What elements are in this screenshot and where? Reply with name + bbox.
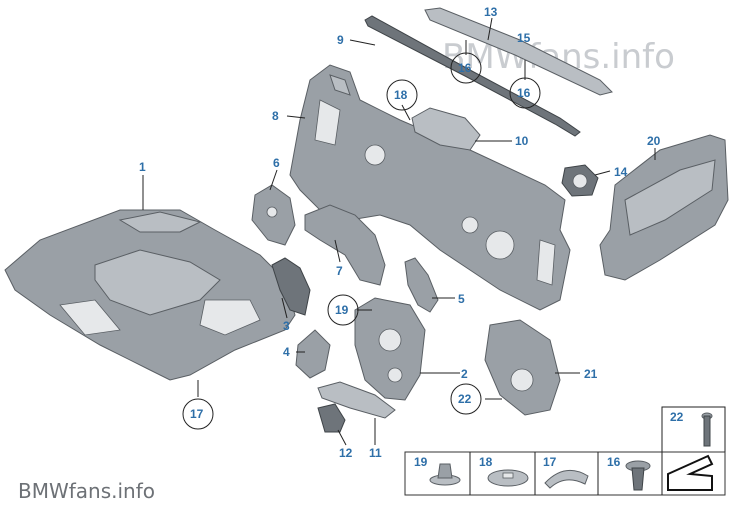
callout-15[interactable]: 15 [517, 31, 531, 45]
legend-16[interactable]: 16 [607, 455, 621, 469]
arrow-icon [667, 454, 714, 491]
callout-5[interactable]: 5 [458, 292, 465, 306]
callout-9[interactable]: 9 [337, 33, 344, 47]
part-5-bracket[interactable] [404, 257, 439, 313]
fastener-16-screw [625, 460, 651, 491]
callout-circles [182, 52, 541, 430]
part-13-strip[interactable] [424, 7, 613, 96]
part-12-clip[interactable] [317, 403, 346, 433]
callout-16b[interactable]: 16 [517, 86, 531, 100]
legend-22[interactable]: 22 [670, 410, 684, 424]
part-7-panel[interactable] [304, 204, 386, 286]
part-20-side-panel[interactable] [599, 134, 729, 281]
callout-4[interactable]: 4 [283, 345, 290, 359]
callout-11[interactable]: 11 [369, 446, 382, 460]
part-9-seal[interactable] [364, 15, 581, 137]
part-2-panel[interactable] [354, 297, 426, 401]
callout-22[interactable]: 22 [458, 392, 472, 406]
fastener-17-cap [544, 469, 589, 489]
callout-labels: 1 2 3 4 5 6 7 8 9 10 11 12 13 14 15 16 1… [139, 5, 661, 460]
part-10-pad[interactable] [411, 107, 481, 151]
fastener-18-disc [487, 469, 529, 487]
fastener-22-rivet [701, 412, 713, 447]
part-4-bracket[interactable] [295, 329, 331, 379]
callout-1[interactable]: 1 [139, 160, 146, 174]
legend-17[interactable]: 17 [543, 455, 557, 469]
fastener-legend: 19 18 17 16 22 [404, 406, 726, 496]
callout-3[interactable]: 3 [283, 319, 290, 333]
callout-18[interactable]: 18 [394, 88, 408, 102]
callout-21[interactable]: 21 [584, 367, 598, 381]
callout-20[interactable]: 20 [647, 134, 661, 148]
callout-17[interactable]: 17 [190, 407, 204, 421]
callout-10[interactable]: 10 [515, 134, 529, 148]
part-3-bracket[interactable] [271, 257, 311, 316]
callout-7[interactable]: 7 [336, 264, 343, 278]
part-11-strip[interactable] [317, 381, 396, 419]
callout-14[interactable]: 14 [614, 165, 628, 179]
callout-19[interactable]: 19 [335, 303, 349, 317]
legend-19[interactable]: 19 [414, 455, 428, 469]
part-6-bracket[interactable] [251, 184, 296, 246]
watermark-bottom: BMWfans.info [18, 479, 155, 503]
part-14-gasket[interactable] [561, 164, 599, 197]
callout-16a[interactable]: 16 [458, 61, 472, 75]
part-8-bulkhead[interactable] [289, 64, 571, 311]
fastener-19-clip [429, 463, 461, 486]
part-1-insulation-mat[interactable] [4, 209, 296, 381]
callout-12[interactable]: 12 [339, 446, 353, 460]
leader-lines [142, 17, 656, 446]
callout-2[interactable]: 2 [461, 367, 468, 381]
part-21-panel[interactable] [484, 319, 561, 416]
legend-18[interactable]: 18 [479, 455, 493, 469]
callout-13[interactable]: 13 [484, 5, 498, 19]
callout-6[interactable]: 6 [273, 156, 280, 170]
callout-8[interactable]: 8 [272, 109, 279, 123]
